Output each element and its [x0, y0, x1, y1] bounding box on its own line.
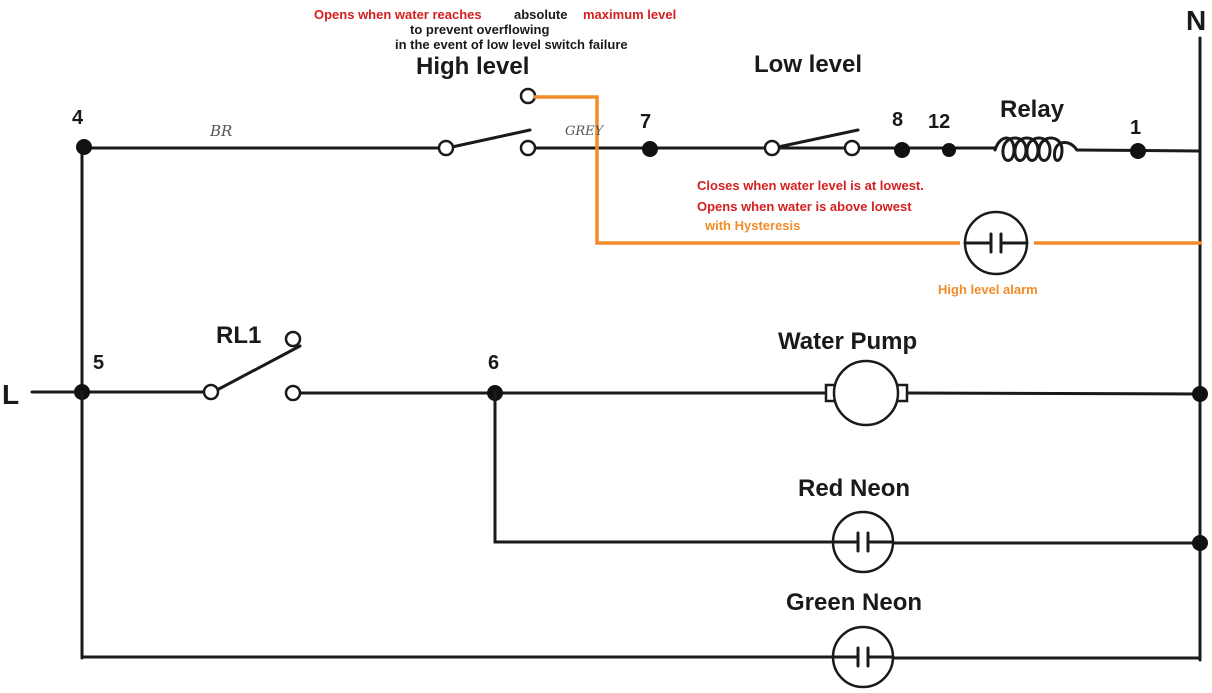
terminal-label-7: 7: [640, 111, 651, 133]
rail-label-n: N: [1186, 5, 1206, 36]
terminal-label-5: 5: [93, 352, 104, 374]
high-level-note-line1a: Opens when water reaches: [314, 7, 482, 22]
low-level-label: Low level: [754, 51, 862, 78]
wire-mark-grey: GREY: [565, 124, 605, 139]
terminal-node-12: [942, 143, 956, 157]
high-level-note-line1c: maximum level: [583, 7, 676, 22]
rl1-upper-terminal: [284, 330, 302, 348]
neutral-node-pump: [1192, 386, 1208, 402]
relay-coil: [993, 136, 1079, 162]
terminal-node-1: [1130, 143, 1146, 159]
low-level-note-line2: Opens when water is above lowest: [697, 199, 912, 214]
terminal-label-1: 1: [1130, 117, 1141, 139]
control-rung: [80, 146, 1202, 153]
high-level-note-line1b: absolute: [514, 7, 567, 22]
terminal-node-8: [894, 142, 910, 158]
terminal-node-7: [642, 141, 658, 157]
rl1-common-terminal: [202, 383, 220, 401]
low-level-switch: [763, 128, 861, 157]
high-level-switch: [437, 87, 537, 157]
red-neon-rung: [493, 391, 1202, 574]
high-level-common-terminal: [437, 139, 455, 157]
neutral-node-red-neon: [1192, 535, 1208, 551]
low-level-note-line1: Closes when water level is at lowest.: [697, 178, 924, 193]
relay-label: Relay: [1000, 96, 1065, 123]
wire-mark-br: BR: [209, 122, 232, 140]
rail-label-l: L: [2, 379, 19, 410]
water-pump-label: Water Pump: [778, 328, 917, 355]
low-level-contact-terminal: [843, 139, 861, 157]
low-level-note-line3: with Hysteresis: [704, 218, 800, 233]
rl1-switch: [202, 330, 302, 402]
terminal-node-4: [76, 139, 92, 155]
terminal-label-8: 8: [892, 109, 903, 131]
terminal-label-6: 6: [488, 352, 499, 374]
green-neon-label: Green Neon: [786, 589, 922, 616]
high-level-alarm-label: High level alarm: [938, 282, 1038, 297]
pump-rung: [80, 390, 1202, 396]
high-level-nc-terminal: [519, 139, 537, 157]
high-level-note-line3: in the event of low level switch failure: [395, 37, 628, 52]
green-neon-rung: [80, 390, 1202, 689]
low-level-common-terminal: [763, 139, 781, 157]
high-level-no-terminal: [519, 87, 537, 105]
high-level-label: High level: [416, 53, 529, 80]
terminal-label-4: 4: [72, 107, 84, 129]
rl1-label: RL1: [216, 322, 261, 349]
red-neon-label: Red Neon: [798, 475, 910, 502]
high-level-alarm-circuit: [534, 95, 1202, 276]
terminal-label-12: 12: [928, 111, 950, 133]
water-pump-motor: [824, 359, 909, 427]
high-level-note-line2: to prevent overflowing: [410, 22, 549, 37]
rl1-contact-terminal: [284, 384, 302, 402]
